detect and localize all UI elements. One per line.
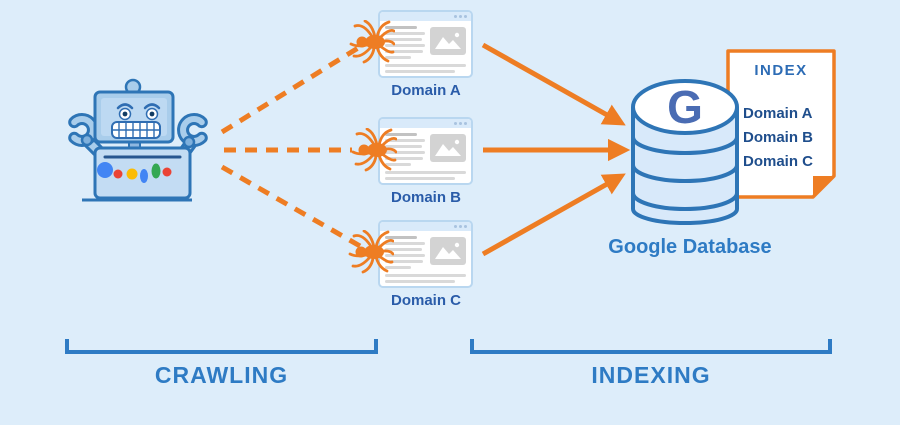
index-entry: Domain C xyxy=(743,153,814,170)
database-icon: G xyxy=(631,79,739,225)
browser-chrome-bar xyxy=(380,12,471,21)
image-placeholder-icon xyxy=(430,27,466,55)
indexing-stage-label: INDEXING xyxy=(591,362,711,388)
browser-chrome-bar xyxy=(380,119,471,128)
window-dot-icon xyxy=(464,225,467,228)
googlebot-icon xyxy=(68,78,208,202)
page-content-preview xyxy=(380,231,471,283)
image-placeholder-icon xyxy=(430,237,466,265)
spider-icon xyxy=(351,128,397,172)
window-dot-icon xyxy=(459,15,462,18)
spider-icon xyxy=(349,20,395,64)
folded-corner-icon xyxy=(813,176,834,197)
page-content-preview xyxy=(380,128,471,180)
domain-card-c xyxy=(378,220,473,288)
domain-card-a xyxy=(378,10,473,78)
robot-left-arm xyxy=(68,113,108,161)
spider-icon xyxy=(348,230,394,274)
crawl-dashed-line-c xyxy=(220,164,362,249)
google-g-logo: G xyxy=(667,81,703,133)
index-entry: Domain B xyxy=(743,129,814,146)
window-dot-icon xyxy=(464,122,467,125)
crawling-stage-label: CRAWLING xyxy=(154,362,289,388)
window-dot-icon xyxy=(454,225,457,228)
domain-b-label: Domain B xyxy=(390,189,461,206)
database-label: Google Database xyxy=(608,236,772,258)
index-document: INDEX Domain A Domain B Domain C xyxy=(725,48,837,200)
page-content-preview xyxy=(380,21,471,73)
image-placeholder-icon xyxy=(430,134,466,162)
window-dot-icon xyxy=(454,122,457,125)
robot-torso xyxy=(93,146,192,200)
window-dot-icon xyxy=(459,122,462,125)
robot-head xyxy=(93,90,175,144)
browser-chrome-bar xyxy=(380,222,471,231)
window-dot-icon xyxy=(459,225,462,228)
domain-a-label: Domain A xyxy=(391,82,461,99)
crawl-dashed-line-a xyxy=(220,45,360,135)
window-dot-icon xyxy=(464,15,467,18)
indexing-bracket xyxy=(470,339,832,354)
index-entry: Domain A xyxy=(743,105,813,122)
crawling-bracket xyxy=(65,339,378,354)
index-arrow-c xyxy=(481,173,626,257)
domain-c-label: Domain C xyxy=(390,292,461,309)
index-document-shape xyxy=(726,49,836,199)
index-arrow-a xyxy=(481,42,626,126)
window-dot-icon xyxy=(454,15,457,18)
index-title: INDEX xyxy=(754,62,808,79)
